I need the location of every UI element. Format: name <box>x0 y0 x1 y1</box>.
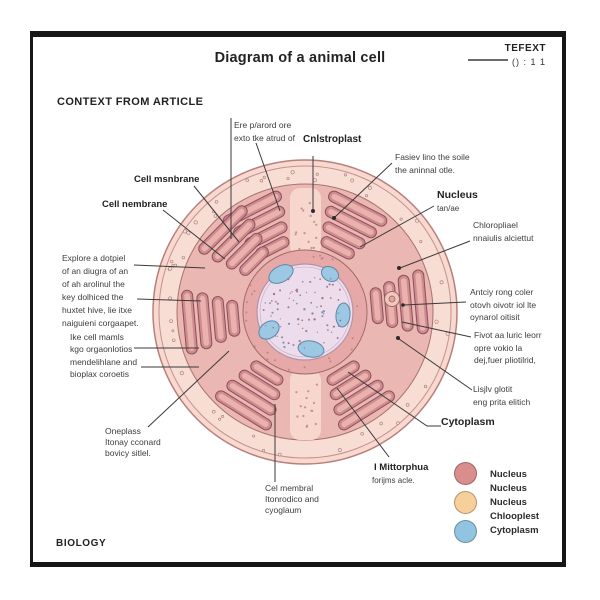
legend-label: Nucleus <box>490 497 527 508</box>
organelle-stacks <box>181 190 429 431</box>
vesicle-organelle <box>384 291 400 307</box>
footer-subject-label: BIOLOGY <box>56 538 107 549</box>
legend-swatch-blue <box>454 520 477 543</box>
corner-mark-sub: () : 1 1 <box>511 57 546 67</box>
callout-antciy: Antciy rong coler otovh oivotr iol lte o… <box>470 287 537 322</box>
stipple-dots <box>167 170 450 457</box>
callout-nucleus-sub: tan/ae <box>437 204 460 213</box>
callout-chloroplael: Chloropliael nnaiulis alciettut <box>473 220 534 243</box>
legend-swatch-orange <box>454 491 477 514</box>
legend-label: Cytoplasm <box>490 525 539 536</box>
legend-label: Nucleus <box>490 483 527 494</box>
legend-label: Chlooplest <box>490 511 540 522</box>
callout-fasiev: Fasiev lino the soile the aninnal otle. <box>395 152 470 175</box>
nucleoli-blue-bodies <box>258 264 351 358</box>
leader-dots <box>311 209 405 340</box>
context-heading: CONTEXT FROM ARTICLE <box>57 96 204 108</box>
page-title: Diagram of a animal cell <box>214 50 386 66</box>
callout-oneplass: Oneplass Itonay cconard bovicy sitlel. <box>105 426 161 458</box>
callout-ike: Ike cell mamls kgo orgaonlotios mendelih… <box>70 332 138 379</box>
legend-swatch-red <box>454 462 477 485</box>
callout-nucleus: Nucleus <box>437 189 478 201</box>
callout-mitochondria-sub: forijms acle. <box>372 476 415 485</box>
callout-cytoplasm: Cytoplasm <box>441 416 495 428</box>
corner-mark: TEFEXT () : 1 1 <box>505 43 546 67</box>
corner-mark-label: TEFEXT <box>504 43 546 54</box>
callout-cell-membrane-1: Cell msnbrane <box>134 174 200 185</box>
callout-chloroplast-top: Cnlstroplast <box>303 134 362 145</box>
callout-cell-membrane-2: Cell nembrane <box>102 199 168 210</box>
callout-explore: Explore a dotpiel of an diugra of an of … <box>62 253 139 328</box>
callout-fivot: Fivot aa luric leorr opre vokio la dej,f… <box>474 330 542 365</box>
legend-label: Nucleus <box>490 469 527 480</box>
callout-mitochondria: I Mittorphua <box>374 462 429 473</box>
callout-ere: Ere p/arord ore exto tke atrud of <box>234 120 295 143</box>
callout-lisjlv: Lisjlv glotit eng prita elitich <box>473 384 531 407</box>
callout-cel-membral: Cel membral Itonrodico and cyoglaum <box>265 483 319 515</box>
figure-border-frame <box>30 31 566 567</box>
leader-lines <box>133 59 508 482</box>
